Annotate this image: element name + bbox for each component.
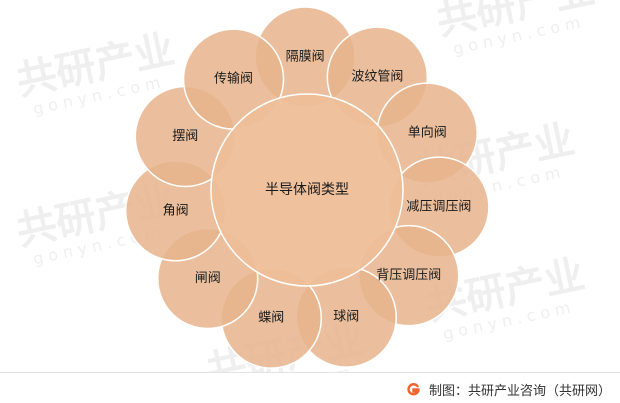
- node-label: 闸阀: [195, 271, 221, 286]
- center-circle: [210, 93, 404, 287]
- node-label: 球阀: [333, 310, 359, 325]
- node-label: 背压调压阀: [376, 268, 441, 283]
- gonyn-logo-icon: [406, 382, 420, 396]
- node-label: 传输阀: [214, 71, 253, 87]
- node-label: 单向阀: [408, 125, 447, 141]
- node-label: 减压调压阀: [406, 200, 471, 215]
- node-label: 角阀: [163, 203, 189, 218]
- footer-bar: 制图：共研产业咨询（共研网）: [0, 372, 620, 403]
- center-label: 半导体阀类型: [265, 182, 349, 198]
- node-label: 隔膜阀: [286, 50, 325, 65]
- node-label: 蝶阀: [258, 311, 284, 326]
- source-credit: 制图：共研产业咨询（共研网）: [429, 384, 612, 399]
- node-label: 波纹管阀: [351, 70, 403, 85]
- node-label: 摆阀: [172, 129, 198, 144]
